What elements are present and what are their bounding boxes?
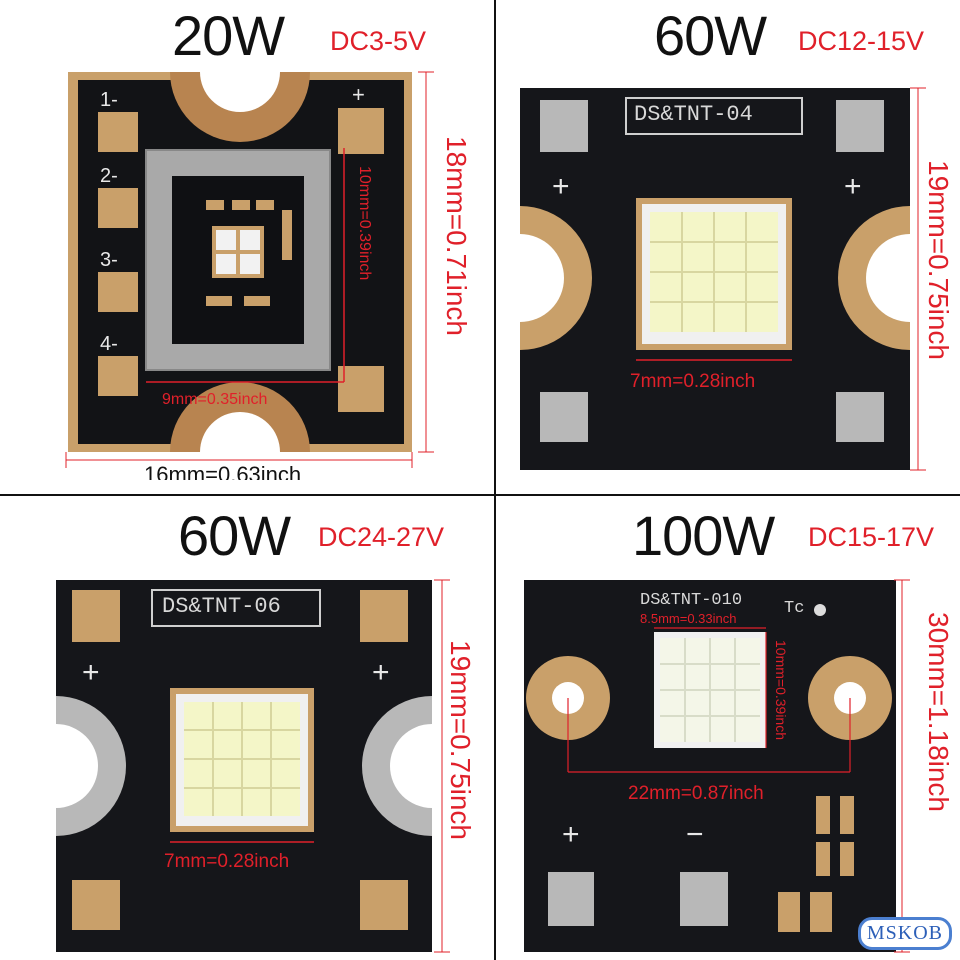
pin-label: − [686,818,704,851]
led-board-60w-06 [56,579,450,953]
power-label: 100W [632,504,775,567]
board-label: DS&TNT-06 [162,594,281,619]
pin-label: + [82,656,100,689]
inner-height-dimension: 10mm=0.39inch [356,166,373,281]
tc-label: Tc [784,599,805,618]
pin-label: 2- [100,165,118,187]
voltage-label: DC3-5V [330,26,427,56]
pin-label: + [352,82,365,107]
chip-height-dimension: 10mm=0.39inch [773,640,789,741]
pin-label: 1- [100,89,118,111]
led-board-20w [65,71,434,468]
inner-width-dimension: 9mm=0.35inch [162,391,268,408]
board-label: DS&TNT-010 [640,591,743,610]
panel-20w: 20W DC3-5V [0,0,480,480]
height-dimension: 30mm=1.18inch [923,612,954,813]
hole-spacing-dimension: 22mm=0.87inch [628,783,764,804]
power-label: 60W [654,4,767,67]
pin-label: + [844,170,862,203]
brand-logo: MSKOB [857,917,952,950]
horizontal-divider [0,494,960,496]
pin-label: + [552,170,570,203]
power-label: 20W [172,4,285,67]
width-dimension: 16mm=0.63inch [144,462,302,481]
chip-dimension: 7mm=0.28inch [164,851,290,872]
panel-100w-010: 100W DC15-17V [480,480,960,960]
pin-label: + [562,818,580,851]
led-board-100w-010 [524,579,910,953]
height-dimension: 18mm=0.71inch [441,136,472,337]
chip-width-dimension: 8.5mm=0.33inch [640,611,737,626]
height-dimension: 19mm=0.75inch [445,640,476,841]
panel-60w-04: 60W DC12-15V DS&TNT-04 + + 7mm=0.28inch [480,0,960,480]
voltage-label: DC24-27V [318,522,445,552]
vertical-divider [494,0,496,960]
pin-label: 3- [100,249,118,271]
panel-60w-06: 60W DC24-27V DS&TNT-06 + + 7mm=0.28inch [0,480,480,960]
pin-label: 4- [100,333,118,355]
pin-label: + [372,656,390,689]
board-label: DS&TNT-04 [634,102,753,127]
voltage-label: DC12-15V [798,26,925,56]
voltage-label: DC15-17V [808,522,935,552]
led-board-60w-04 [520,87,926,471]
height-dimension: 19mm=0.75inch [923,160,954,361]
power-label: 60W [178,504,291,567]
chip-dimension: 7mm=0.28inch [630,371,756,392]
